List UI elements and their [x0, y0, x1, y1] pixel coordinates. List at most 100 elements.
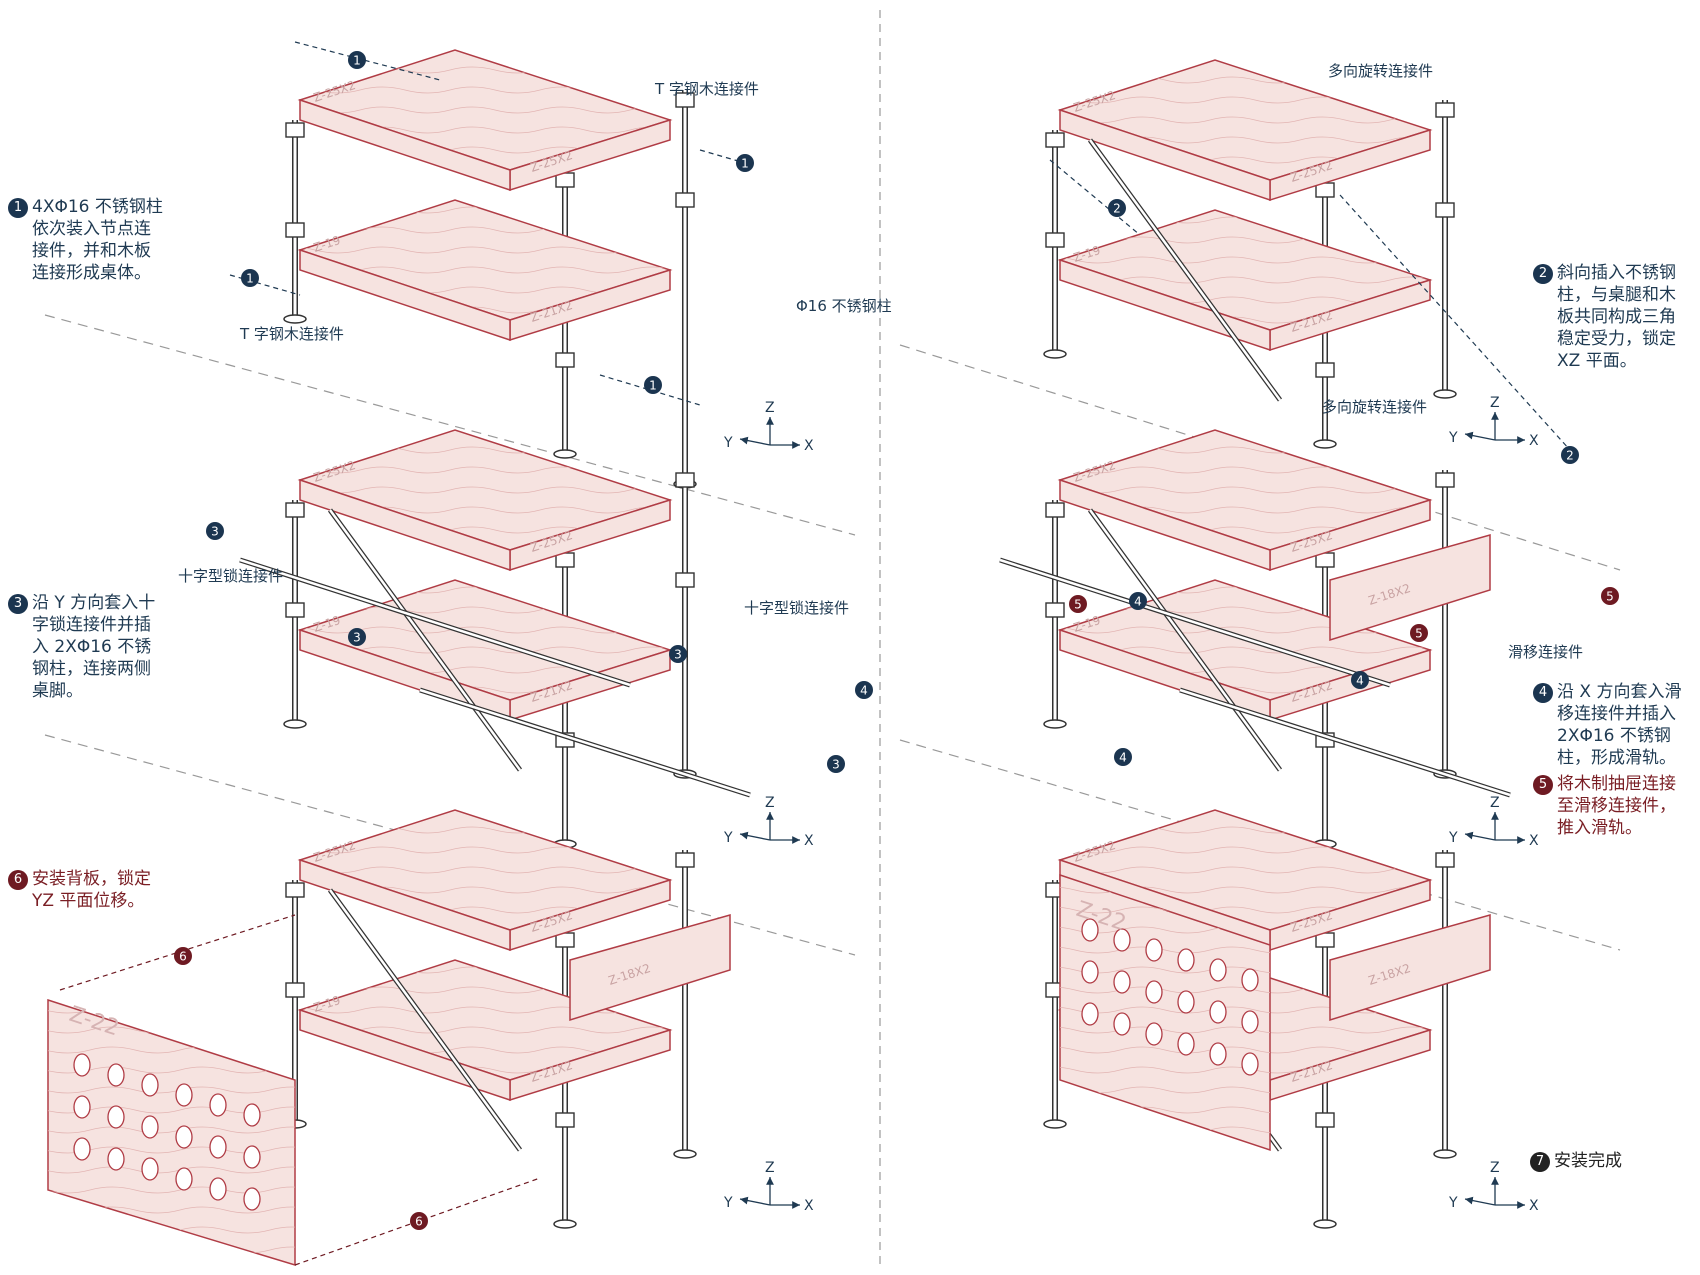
label-cross-connector-left: 十字型锁连接件: [178, 567, 284, 585]
step3-marker: [348, 628, 366, 646]
ventilation-hole: [1113, 1012, 1131, 1036]
step5-line-3: 推入滑轨。: [1557, 818, 1642, 838]
axis-label-z: Z: [765, 1160, 775, 1176]
ventilation-hole: [243, 1103, 261, 1127]
ventilation-hole: [141, 1157, 159, 1181]
axis-label-y: Y: [1448, 1195, 1458, 1211]
connector-node: [1435, 472, 1455, 488]
ventilation-hole: [1209, 1000, 1227, 1024]
axis-label-z: Z: [765, 795, 775, 811]
connector-node: [285, 502, 305, 518]
ventilation-hole: [73, 1095, 91, 1119]
leg-foot: [283, 719, 307, 729]
ventilation-hole: [1241, 968, 1259, 992]
step1-marker: [644, 376, 662, 394]
assembly-guide: [1339, 194, 1571, 451]
step4-marker: [855, 681, 873, 699]
axis-label-y: Y: [1448, 830, 1458, 846]
step1-badge: 1: [8, 198, 28, 218]
ventilation-hole: [175, 1167, 193, 1191]
label-t-connector-bottom: T 字钢木连接件: [240, 325, 344, 343]
step3-line-5: 桌脚。: [32, 681, 83, 701]
axis-y: [739, 1196, 771, 1206]
step6-line-1: 安装背板，锁定: [32, 869, 151, 889]
mid-board-side-edge: [299, 1008, 511, 1102]
step2-line-4: 稳定受力，锁定: [1557, 329, 1676, 349]
step4-badge: 4: [1533, 683, 1553, 703]
step3-marker-number: 3: [211, 525, 219, 539]
step2-line-5: XZ 平面。: [1557, 351, 1637, 371]
step5-badge: 5: [1533, 775, 1553, 795]
ventilation-hole: [1177, 990, 1195, 1014]
step2-line-2: 柱，与桌腿和木: [1557, 285, 1676, 305]
ventilation-hole: [1241, 1052, 1259, 1076]
step3-marker: [206, 522, 224, 540]
leg-foot: [1043, 1119, 1067, 1129]
label-multi-connector-top: 多向旋转连接件: [1328, 62, 1434, 80]
step4-marker-number: 4: [1119, 751, 1127, 765]
top-board-side-edge: [299, 858, 511, 952]
connector-node: [285, 982, 305, 998]
step2-marker: [1108, 199, 1126, 217]
ventilation-hole: [73, 1053, 91, 1077]
step5-marker: [1601, 587, 1619, 605]
ventilation-hole: [107, 1105, 125, 1129]
leg-foot: [1433, 389, 1457, 399]
step1-line-2: 依次装入节点连: [32, 219, 151, 239]
axis-y: [1464, 431, 1496, 441]
top-board-side-edge: [299, 478, 511, 572]
step3-marker-number: 3: [674, 648, 682, 662]
label-multi-connector-bottom: 多向旋转连接件: [1322, 398, 1428, 416]
leg-foot: [1043, 719, 1067, 729]
step1-marker: [241, 269, 259, 287]
step5-marker-number: 5: [1606, 590, 1614, 604]
connector-node: [675, 192, 695, 208]
step4-line-4: 柱，形成滑轨。: [1557, 748, 1676, 768]
step3-line-2: 字锁连接件并插: [32, 615, 151, 635]
step1-marker-number: 1: [649, 379, 657, 393]
connector-node: [1315, 1112, 1335, 1128]
connector-node: [285, 602, 305, 618]
step6-line-2: YZ 平面位移。: [32, 891, 145, 911]
step3-marker-number: 3: [353, 631, 361, 645]
label-t-connector-top: T 字钢木连接件: [655, 80, 759, 98]
connector-node: [1045, 602, 1065, 618]
step6-marker: [174, 947, 192, 965]
step1-marker-number: 1: [246, 272, 254, 286]
drawer-front: [1329, 914, 1491, 1022]
step4-marker-number: 4: [1134, 595, 1142, 609]
axis-label-x: X: [1529, 1198, 1539, 1214]
connector-node: [285, 222, 305, 238]
ventilation-hole: [141, 1073, 159, 1097]
mid-board-side-edge: [1059, 258, 1271, 352]
axis-label-y: Y: [723, 1195, 733, 1211]
ventilation-hole: [1209, 958, 1227, 982]
step5-marker-number: 5: [1074, 598, 1082, 612]
step6-marker: [410, 1212, 428, 1230]
ventilation-hole: [107, 1147, 125, 1171]
step1-marker: [348, 51, 366, 69]
step1-marker-number: 1: [741, 157, 749, 171]
connector-node: [675, 852, 695, 868]
step1-line-3: 接件，并和木板: [32, 241, 151, 261]
step5-line-1: 将木制抽屉连接: [1557, 774, 1676, 794]
step5-marker: [1069, 595, 1087, 613]
drawer-front: [1329, 534, 1491, 642]
drawer-front: [569, 914, 731, 1022]
label-slide-connector: 滑移连接件: [1508, 643, 1584, 661]
step4-marker: [1114, 748, 1132, 766]
ventilation-hole: [175, 1083, 193, 1107]
axis-y: [739, 831, 771, 841]
ventilation-hole: [1081, 960, 1099, 984]
step1-marker: [736, 154, 754, 172]
connector-node: [1045, 132, 1065, 148]
